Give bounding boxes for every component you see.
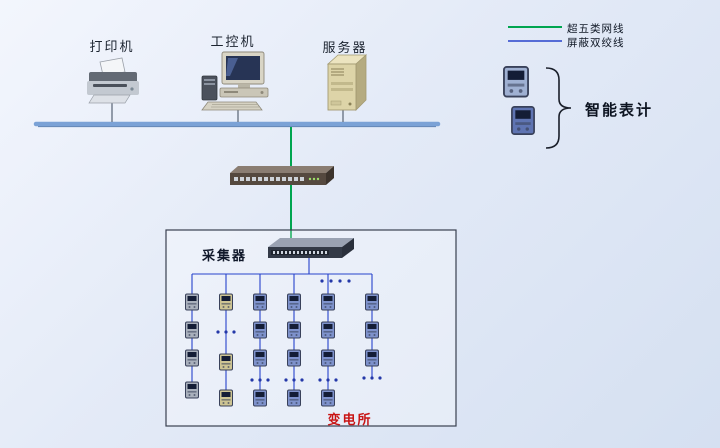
legend-stp-label: 屏蔽双绞线 — [567, 37, 625, 49]
server-label: 服务器 — [322, 41, 368, 56]
meter-icon — [321, 349, 335, 367]
meter-icon — [287, 349, 301, 367]
meter-icon — [253, 349, 267, 367]
legend-cat5-label: 超五类网线 — [567, 23, 625, 35]
meter-icon — [219, 293, 233, 311]
meter-icon — [287, 293, 301, 311]
ellipsis-dots-col6 — [362, 376, 382, 380]
meter-icon — [321, 389, 335, 407]
collector-label: 采集器 — [202, 249, 248, 264]
meter-icon — [365, 349, 379, 367]
smart-meter-sample-icon — [503, 66, 529, 98]
ellipsis-dots-col5 — [318, 378, 338, 382]
meter-icon — [365, 293, 379, 311]
substation-label: 变电所 — [327, 413, 373, 428]
ellipsis-dots-col3 — [250, 378, 270, 382]
meter-icon — [365, 321, 379, 339]
ellipsis-dots-bus — [320, 279, 351, 283]
smart-meter-sample-icon — [511, 106, 535, 135]
meter-icon — [185, 381, 199, 399]
ipc-label: 工控机 — [210, 35, 256, 50]
switch-icon — [230, 166, 334, 185]
meter-icon — [185, 321, 199, 339]
meter-icon — [185, 349, 199, 367]
meter-icon — [287, 389, 301, 407]
printer-label: 打印机 — [89, 40, 135, 55]
ellipsis-dots-col2 — [216, 330, 236, 334]
collector-icon — [268, 238, 354, 258]
server-icon — [326, 54, 368, 111]
printer-icon — [87, 57, 139, 104]
meter-icon — [287, 321, 301, 339]
smart-meters-label: 智能表计 — [585, 101, 654, 119]
meter-icon — [185, 293, 199, 311]
brace-icon — [545, 67, 572, 149]
meter-icon — [253, 321, 267, 339]
meter-icon — [321, 293, 335, 311]
ellipsis-dots-col4 — [284, 378, 304, 382]
meter-icon — [321, 321, 335, 339]
substation-box — [165, 229, 457, 427]
industrial-computer-icon — [201, 51, 269, 111]
meter-icon — [219, 353, 233, 371]
meter-icon — [219, 389, 233, 407]
meter-icon — [253, 389, 267, 407]
meter-icon — [253, 293, 267, 311]
